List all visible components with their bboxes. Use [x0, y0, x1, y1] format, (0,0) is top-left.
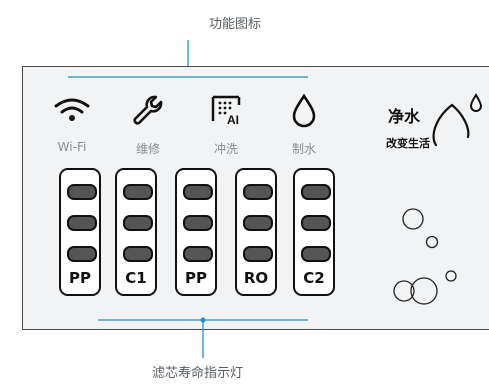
led — [67, 184, 97, 200]
repair-label: 维修 — [135, 142, 160, 156]
wifi-icon — [54, 98, 90, 121]
filter-label: PP — [185, 269, 207, 287]
make-water-label: 制水 — [291, 142, 316, 156]
filter-label: PP — [69, 269, 91, 287]
led — [123, 246, 153, 262]
led — [301, 215, 331, 231]
led — [183, 246, 213, 262]
wifi-label: Wi-Fi — [57, 140, 87, 154]
filter-label: C1 — [125, 269, 147, 287]
wifi-button[interactable]: Wi-Fi — [44, 92, 100, 162]
led — [183, 184, 213, 200]
bottom-callout-label: 滤芯寿命指示灯 — [152, 366, 244, 381]
filter-label: C2 — [303, 269, 325, 287]
make-water-button[interactable]: 制水 — [279, 92, 329, 162]
led — [301, 246, 331, 262]
led — [123, 184, 153, 200]
top-callout-label: 功能图标 — [209, 17, 262, 32]
led — [183, 215, 213, 231]
led — [243, 215, 273, 231]
led — [243, 184, 273, 200]
filter-indicator-pp-1: PP — [59, 168, 101, 296]
led — [67, 246, 97, 262]
water-drop-icon — [292, 93, 316, 128]
filter-indicator-ro: RO — [235, 168, 277, 296]
led — [301, 184, 331, 200]
repair-button[interactable]: 维修 — [123, 92, 173, 162]
filter-indicator-c1: C1 — [115, 168, 157, 296]
filter-label: RO — [243, 269, 269, 287]
wrench-icon — [133, 95, 163, 125]
filter-indicator-c2: C2 — [293, 168, 335, 296]
flush-button[interactable]: AI 冲洗 — [201, 92, 251, 162]
led — [67, 215, 97, 231]
brand-line-1: 净水 — [388, 107, 421, 126]
flush-label: 冲洗 — [213, 142, 238, 156]
led — [243, 246, 273, 262]
ai-flush-icon: AI — [211, 95, 241, 127]
brand-line-2: 改变生活 — [386, 137, 430, 150]
led — [123, 215, 153, 231]
filter-indicator-pp-2: PP — [175, 168, 217, 296]
ai-badge: AI — [227, 113, 239, 127]
